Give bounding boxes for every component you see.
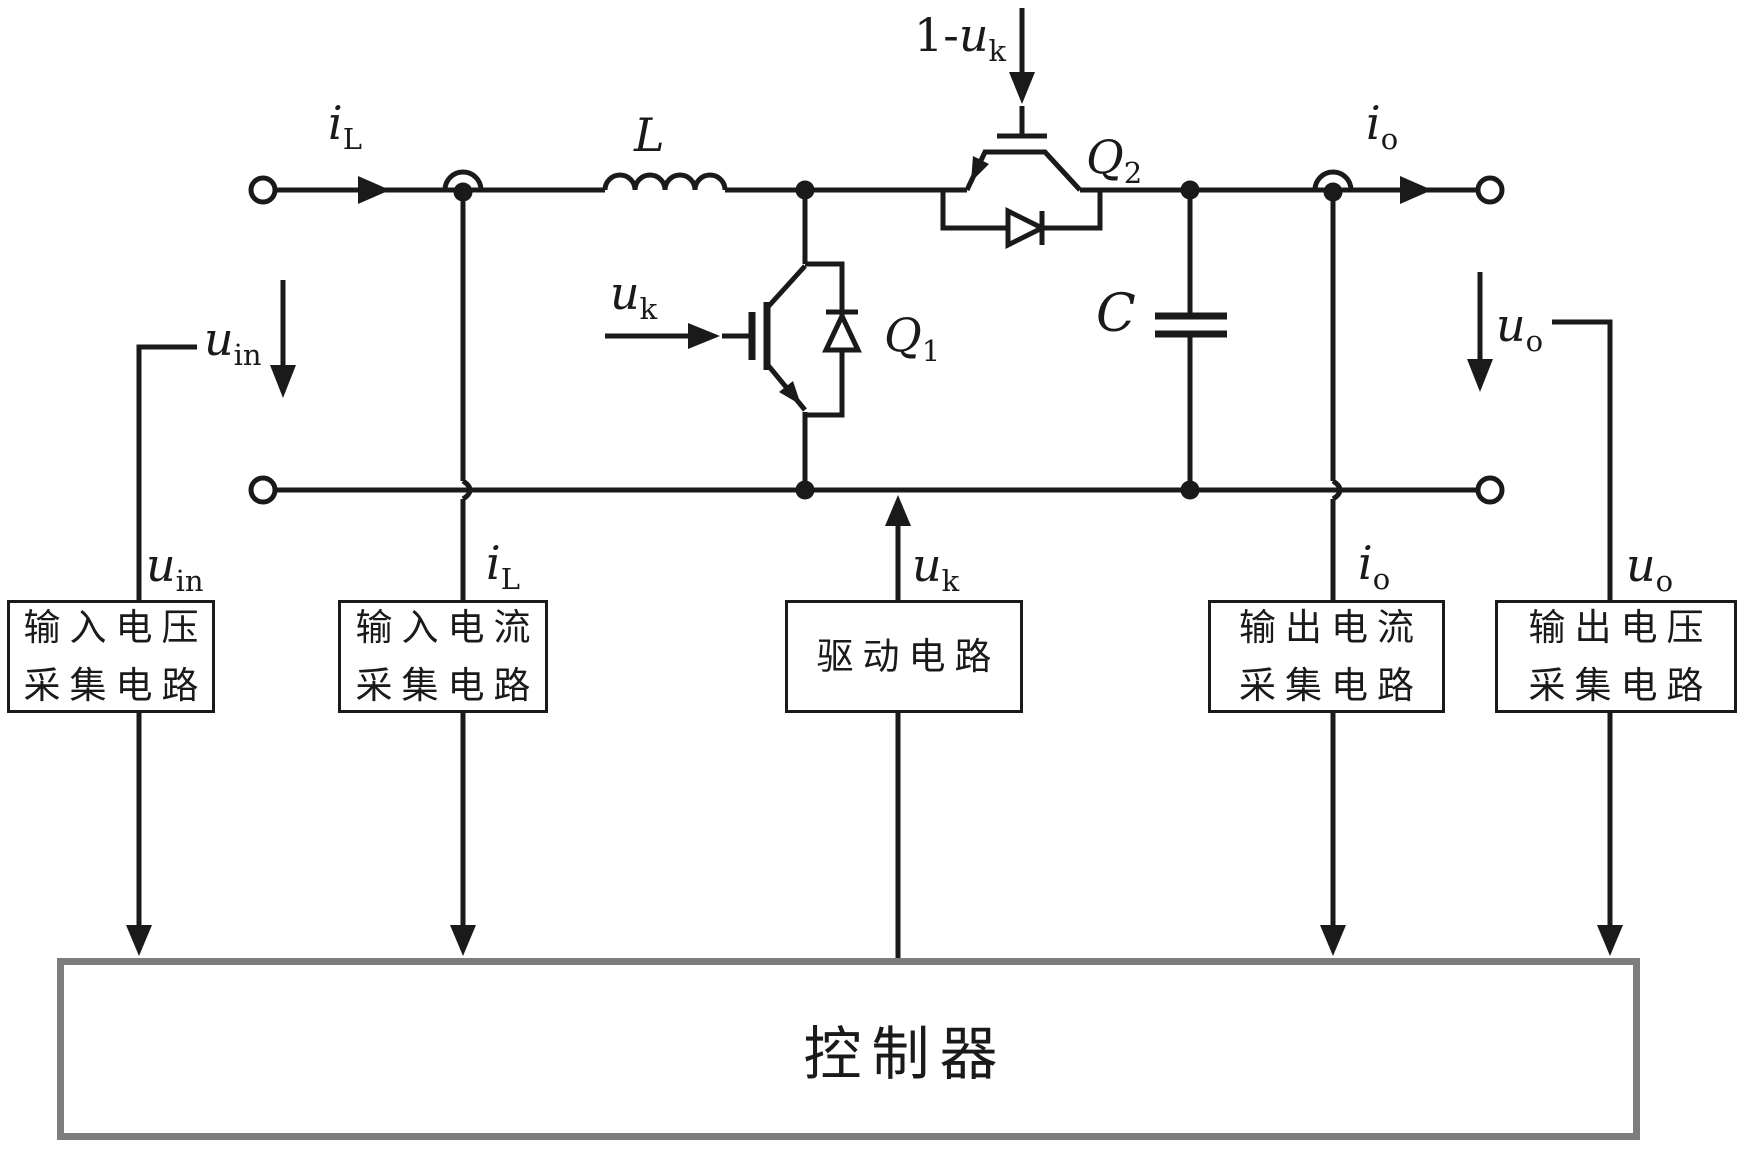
label-io-top: io: [1366, 96, 1399, 156]
uk-drive-line: [885, 495, 911, 958]
inductor-icon: [602, 172, 728, 191]
input-terminal-top-icon: [248, 175, 278, 205]
input-terminal-bottom-icon: [248, 475, 278, 505]
uin-sense-line: [126, 344, 197, 956]
box-label-line: 采集电路: [1528, 663, 1713, 707]
box-label-line: 采集电路: [1239, 663, 1423, 707]
output-current-sensor-icon: [1312, 169, 1354, 202]
io-sense-line: [1320, 201, 1346, 956]
box-label-line: 输出电压: [1528, 605, 1713, 649]
junction-dot: [795, 180, 815, 200]
igbt-q1-icon: [722, 190, 845, 490]
label-uin-box: uin: [146, 538, 204, 598]
label-capacitor: C: [1096, 284, 1136, 344]
controller-label: 控制器: [803, 1020, 1008, 1088]
box-label-line: 输入电压: [23, 605, 208, 649]
input-current-sampling-box: 输入电流 采集电路: [338, 600, 548, 713]
io-arrow-icon: [1400, 176, 1432, 204]
label-io-box: io: [1358, 536, 1391, 596]
box-label-line: 输入电流: [355, 605, 540, 649]
box-label-line: 输出电流: [1239, 605, 1423, 649]
capacitor-icon: [1155, 190, 1227, 490]
controller-box: 控制器: [57, 958, 1640, 1140]
box-label-line: 采集电路: [23, 663, 208, 707]
igbt-q2-icon: [964, 106, 1082, 192]
label-uin-measure: uin: [204, 312, 262, 372]
label-il-box: iL: [486, 536, 520, 596]
box-label-line: 驱动电路: [816, 634, 1001, 678]
uin-measure-arrow-icon: [270, 280, 296, 398]
label-inductor: L: [634, 108, 665, 162]
junction-dot: [1180, 480, 1200, 500]
output-terminal-top-icon: [1475, 175, 1505, 205]
il-sense-line: [450, 201, 476, 956]
input-voltage-sampling-box: 输入电压 采集电路: [7, 600, 215, 713]
q2-gate-arrow-icon: [1009, 8, 1035, 104]
label-q1: Q1: [884, 308, 941, 368]
uo-sense-line: [1552, 319, 1623, 956]
q1-diode-icon: [822, 309, 862, 353]
output-current-sampling-box: 输出电流 采集电路: [1208, 600, 1445, 713]
uk-gate-arrow-icon: [605, 323, 720, 349]
label-q2: Q2: [1086, 130, 1143, 190]
label-uo-measure: uo: [1496, 298, 1544, 358]
label-one-minus-uk: 1-uk: [914, 8, 1007, 68]
output-terminal-bottom-icon: [1475, 475, 1505, 505]
box-label-line: 采集电路: [355, 663, 540, 707]
uo-measure-arrow-icon: [1467, 272, 1493, 392]
junction-dot: [795, 480, 815, 500]
label-uk-gate: uk: [610, 266, 658, 326]
driver-circuit-box: 驱动电路: [785, 600, 1023, 713]
output-voltage-sampling-box: 输出电压 采集电路: [1495, 600, 1737, 713]
q2-diode-icon: [940, 190, 1103, 250]
junction-dot: [1180, 180, 1200, 200]
il-arrow-icon: [358, 176, 390, 204]
input-current-sensor-icon: [442, 169, 484, 202]
label-il-top: iL: [328, 96, 362, 156]
label-uk-box: uk: [912, 538, 960, 598]
label-uo-box: uo: [1626, 538, 1674, 598]
